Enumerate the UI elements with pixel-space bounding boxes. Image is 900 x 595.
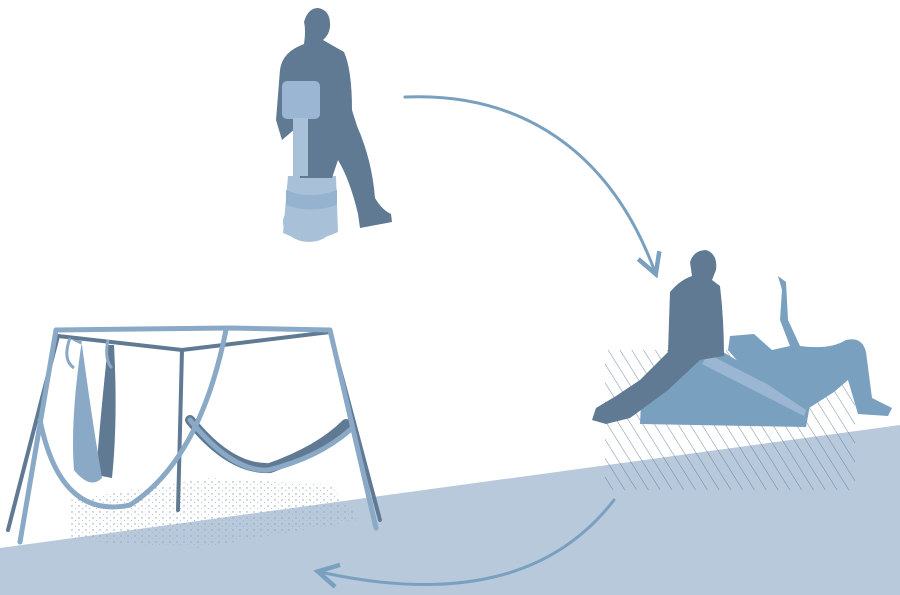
chair-back (282, 81, 320, 119)
reclining-people-icon (592, 250, 892, 490)
hanging-sling-back (96, 345, 116, 478)
hanging-sling-front (72, 340, 102, 483)
seated-person-icon (276, 8, 392, 242)
swing-frame-icon (8, 328, 380, 548)
arrow-top-right (405, 97, 655, 272)
chair-post (293, 118, 308, 176)
